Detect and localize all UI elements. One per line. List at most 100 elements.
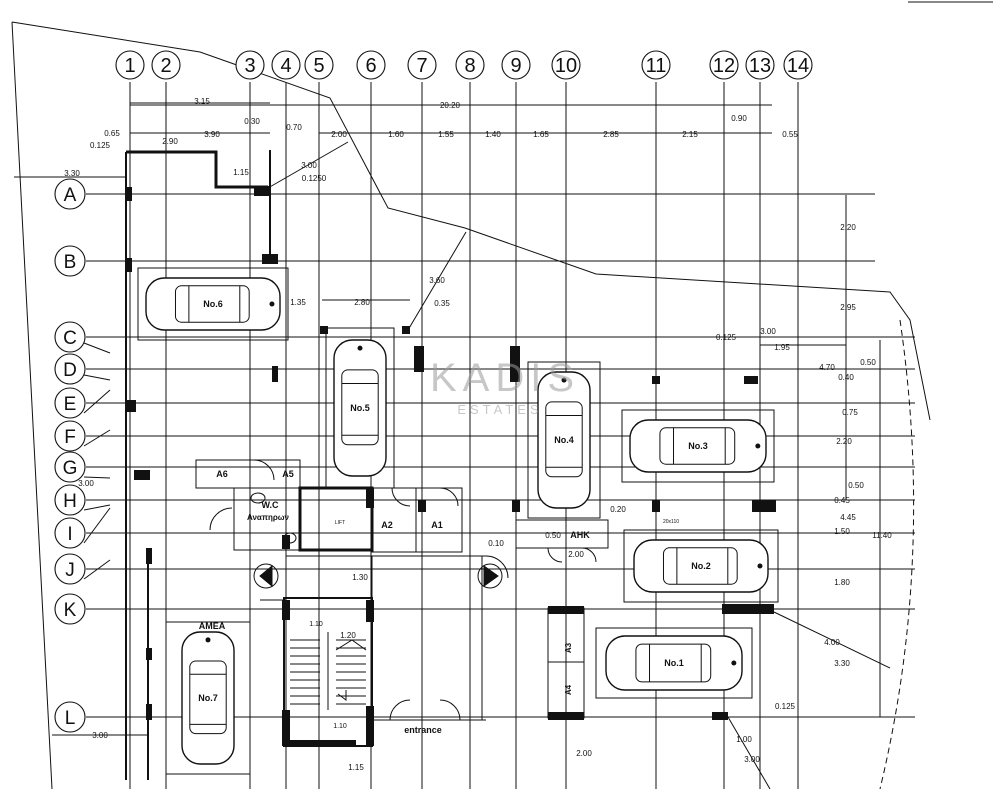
dim-050c: 0.50 [545,531,561,540]
grid-bubble-10 [551,50,581,80]
dim-0125b: 0.125 [716,333,737,342]
dim-090: 0.90 [731,114,747,123]
door-swing [253,459,275,481]
car-body [333,339,387,477]
door-swing [439,699,461,721]
dim-150: 1.50 [834,527,850,536]
room-ahk: AHK [570,530,590,540]
lift-shaft [298,486,374,552]
car-no6-label: No.6 [203,299,223,309]
door-swing [581,547,597,563]
door-marker-right [477,563,503,589]
grid-letter-I: I [67,524,72,545]
grid-bubble-6 [356,50,386,80]
room-a6: A6 [216,469,228,479]
dim-280: 2.80 [354,298,370,307]
column [254,186,270,196]
dim-330: 3.30 [64,169,80,178]
car-no5: No.5 [325,327,395,489]
room-wc: W.C [262,500,279,510]
bubble-leader [83,507,111,544]
dim-1140: 11.40 [872,531,892,540]
car-body [629,419,767,473]
grid-bubble-1 [115,50,145,80]
column [320,326,328,334]
storage-a6-a5 [195,459,301,489]
door-marker-left [253,563,279,589]
dim-130: 1.30 [352,573,368,582]
column [146,548,152,564]
car-body [145,277,281,331]
column [752,500,776,512]
column [282,710,290,746]
dim-leader-300c [727,716,771,789]
dim-200b: 2.00 [568,550,584,559]
column [146,704,152,720]
column [366,488,374,508]
dim-180: 1.80 [834,578,850,587]
dimensions: 20.203.153.902.900.650.1250.300.700.900.… [14,97,892,789]
dim-030: 0.30 [244,117,260,126]
column [722,604,774,614]
dim-0125a: 0.125 [90,141,111,150]
hall [371,555,483,721]
grid-bubble-13 [745,50,775,80]
column [712,712,728,720]
dim-050b: 0.50 [848,481,864,490]
car-body [633,539,769,593]
grid-bubble-J [54,553,86,585]
grid-number-8: 8 [464,55,475,77]
grid-bubble-E [54,387,86,419]
car-cabin [545,401,583,478]
stair-arrow [335,639,367,651]
dim-470: 4.70 [819,363,835,372]
car-no4-label: No.4 [554,435,574,445]
car-no1-label: No.1 [664,658,684,668]
parking-spaces: No.6No.5No.4No.3No.2No.1No.7 [137,267,779,775]
dim-300e: 3.00 [78,479,94,488]
column [126,258,132,272]
car-no3-label: No.3 [688,441,708,451]
dim-120: 1.20 [340,631,356,640]
grid-letter-J: J [65,560,75,581]
ahk-room [515,519,609,549]
grid-bubble-I [54,517,86,549]
dim-chain: 1.55 [438,130,454,139]
dim-020: 0.20 [610,505,626,514]
grid-letter-F: F [64,427,76,448]
room-a3: A3 [564,642,573,653]
grid-bubble-11 [641,50,671,80]
car-cabin [189,660,227,735]
grid-letter-C: C [63,328,77,349]
stair-arrow-2 [337,690,347,701]
grid-bubble-F [54,420,86,452]
dim-leader-360 [407,231,467,331]
column [286,740,356,746]
bubble-leader [83,504,111,511]
room-a2: A2 [381,520,393,530]
grid-bubble-B [54,245,86,277]
structural-columns [126,186,776,746]
car-body [181,631,235,765]
room-a1: A1 [431,520,443,530]
column [366,600,374,622]
car-no2-label: No.2 [691,561,711,571]
car-cabin [174,285,250,323]
grid-number-13: 13 [749,55,771,77]
grid-number-6: 6 [365,55,376,77]
dim-0125c: 0.125 [775,702,796,711]
column [282,600,290,620]
structure [11,1,993,789]
car-marker [757,563,763,569]
door-swing [391,487,411,507]
dim-chain: 1.65 [533,130,549,139]
grid-bubble-9 [501,50,531,80]
door-swing [439,487,459,507]
dim-330b: 3.30 [834,659,850,668]
parking-bay [621,409,775,483]
parking-bay [137,267,289,341]
door-arrow-right [483,565,499,587]
dim-290: 2.90 [162,137,178,146]
column [146,648,152,660]
